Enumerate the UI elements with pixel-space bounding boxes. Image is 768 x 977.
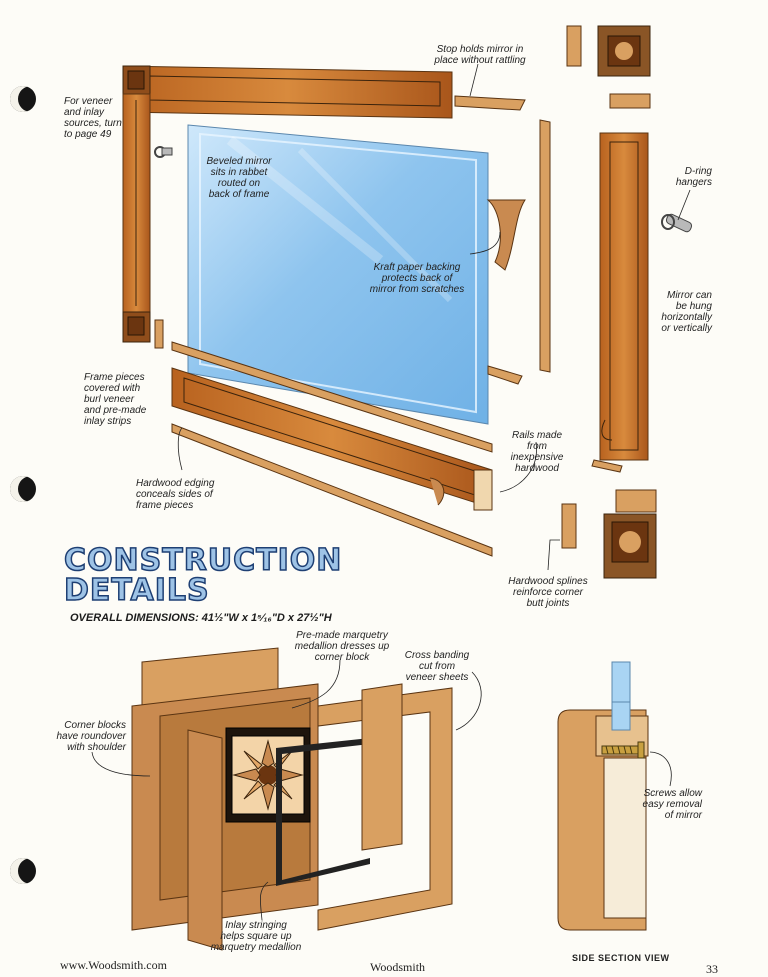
callout-cross-banding: Cross banding cut from veneer sheets: [404, 650, 470, 683]
bottom-right-corner-block: [603, 513, 657, 579]
bottom-rail-inner: [171, 341, 493, 453]
callout-screws: Screws allow easy removal of mirror: [642, 788, 702, 821]
bottom-rail-end: [473, 469, 493, 511]
page-number: 33: [706, 962, 718, 976]
callout-rails: Rails made from inexpensive hardwood: [510, 430, 564, 474]
callout-stop: Stop holds mirror in place without rattl…: [434, 44, 526, 66]
bottom-stop-strip: [487, 365, 523, 385]
d-ring-hanger-small: [154, 146, 173, 158]
left-frame-stile: [122, 93, 151, 343]
binder-hole-top: [10, 86, 36, 112]
leader-lines-lower: [91, 659, 672, 921]
callout-corner-blocks: Corner blocks have roundover with should…: [56, 720, 127, 753]
corner-block-detail: [131, 647, 453, 951]
bottom-hardwood-edging: [171, 423, 493, 557]
side-section-title: SIDE SECTION VIEW: [572, 953, 670, 963]
bottom-right-spline: [615, 489, 657, 513]
callout-beveled-mirror: Beveled mirror sits in rabbet routed on …: [206, 156, 272, 200]
top-right-spline: [609, 93, 651, 109]
top-right-corner-block: [597, 25, 651, 77]
stop-strip: [454, 95, 526, 111]
callout-d-ring: D-ring hangers: [675, 166, 712, 188]
right-frame-stile: [599, 132, 649, 461]
section-heading-line2: DETAILS: [63, 573, 210, 608]
side-section-view: [557, 661, 649, 931]
callout-kraft-paper: Kraft paper backing protects back of mir…: [369, 262, 465, 295]
bottom-left-spline: [561, 503, 577, 549]
callout-edging: Hardwood edging conceals sides of frame …: [136, 478, 215, 511]
footer-magazine: Woodsmith: [370, 960, 426, 974]
callout-mirror-hung: Mirror can be hung horizontally or verti…: [661, 290, 712, 334]
section-heading-line1: CONSTRUCTION: [63, 543, 343, 578]
d-ring-hanger: [661, 213, 693, 233]
footer-website: www.Woodsmith.com: [60, 958, 167, 972]
section-heading: CONSTRUCTION DETAILS: [63, 543, 343, 608]
top-frame-rail: [122, 65, 453, 119]
left-spline: [154, 319, 164, 349]
bottom-stop-small: [591, 459, 623, 473]
binder-hole-middle: [10, 476, 36, 502]
screw: [601, 741, 645, 759]
kraft-paper-backing: [486, 199, 526, 271]
top-spline: [566, 25, 582, 67]
beveled-mirror: [187, 124, 489, 425]
binder-hole-bottom: [10, 858, 36, 884]
callout-stringing: Inlay stringing helps square up marquetr…: [210, 920, 302, 953]
callout-splines: Hardwood splines reinforce corner butt j…: [508, 576, 588, 609]
callout-frame-pieces: Frame pieces covered with burl veneer an…: [84, 372, 147, 427]
overall-dimensions: OVERALL DIMENSIONS: 41½"W x 1⁵⁄₁₆"D x 27…: [70, 612, 332, 624]
leader-lines-upper: [177, 63, 691, 571]
right-back-rail: [539, 119, 551, 373]
callout-veneer-sources: For veneer and inlay sources, turn to pa…: [64, 96, 122, 140]
callout-medallion: Pre-made marquetry medallion dresses up …: [294, 630, 390, 663]
